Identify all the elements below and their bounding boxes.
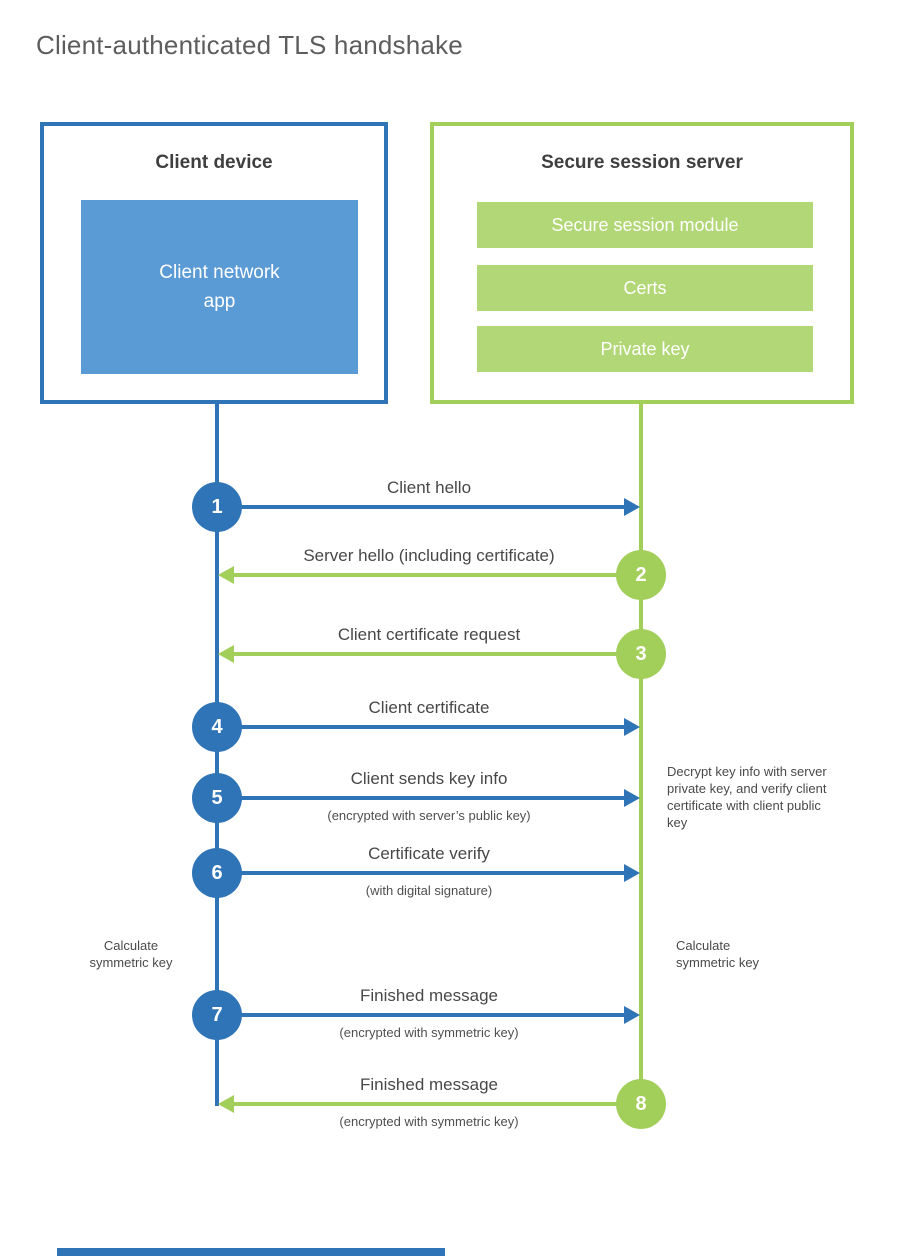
server-module-secure-session: Secure session module	[477, 202, 813, 248]
step-number-badge: 3	[616, 629, 666, 679]
decrypt-note: Decrypt key info with server private key…	[667, 764, 827, 831]
client-device-box: Client device Client network app	[40, 122, 388, 404]
message-sublabel: (with digital signature)	[365, 883, 493, 898]
message-sublabel: (encrypted with symmetric key)	[339, 1114, 519, 1129]
client-device-heading: Client device	[155, 152, 273, 173]
client-lifeline	[215, 404, 219, 1106]
arrow-right-icon	[217, 718, 640, 736]
server-module-certs: Certs	[477, 265, 813, 311]
step-number-badge: 6	[192, 848, 242, 898]
calculate-symmetric-key-note-left: Calculate symmetric key	[89, 938, 173, 971]
step-number-badge: 8	[616, 1079, 666, 1129]
arrow-right-icon	[217, 1006, 640, 1024]
server-box: Secure session server Secure session mod…	[430, 122, 854, 404]
arrow-left-icon	[218, 645, 641, 663]
message-label: Client sends key info	[350, 769, 508, 788]
message-label: Certificate verify	[368, 844, 490, 863]
arrow-right-icon	[217, 789, 640, 807]
message-label: Server hello (including certificate)	[303, 546, 555, 565]
message-sublabel: (encrypted with server’s public key)	[327, 808, 531, 823]
page-title: Client-authenticated TLS handshake	[36, 30, 463, 60]
message-label: Client certificate	[368, 698, 490, 717]
arrow-right-icon	[217, 864, 640, 882]
arrow-right-icon	[217, 498, 640, 516]
message-label: Client certificate request	[337, 625, 521, 644]
message-label: Client hello	[386, 478, 472, 497]
server-lifeline	[639, 404, 643, 1104]
client-network-app-box: Client network app	[81, 200, 358, 374]
footer-bar	[57, 1248, 445, 1256]
server-module-private-key: Private key	[477, 326, 813, 372]
message-sublabel: (encrypted with symmetric key)	[339, 1025, 519, 1040]
step-number-badge: 5	[192, 773, 242, 823]
calculate-symmetric-key-note-right: Calculate symmetric key	[676, 938, 760, 971]
arrow-left-icon	[218, 1095, 641, 1113]
server-heading: Secure session server	[541, 152, 743, 173]
step-number-badge: 7	[192, 990, 242, 1040]
step-number-badge: 1	[192, 482, 242, 532]
step-number-badge: 4	[192, 702, 242, 752]
arrow-left-icon	[218, 566, 641, 584]
message-label: Finished message	[360, 986, 498, 1005]
step-number-badge: 2	[616, 550, 666, 600]
message-label: Finished message	[360, 1075, 498, 1094]
